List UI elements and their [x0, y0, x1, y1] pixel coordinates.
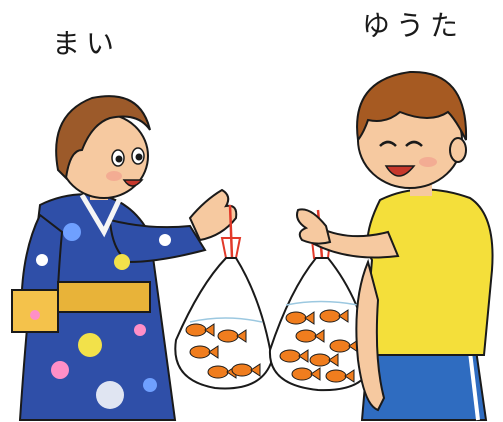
boy-figure [296, 70, 494, 421]
girl-mouth [122, 179, 144, 187]
girl-figure [11, 95, 238, 421]
left-bag-goldfish [185, 323, 261, 379]
boy-hand [296, 208, 332, 245]
girl-eyes [111, 147, 145, 167]
boy-hair [356, 70, 468, 143]
boy-shirt [362, 188, 494, 356]
girl-obi [57, 281, 151, 313]
girl-sleeve [108, 218, 207, 264]
girl-collar [79, 193, 123, 238]
boy-name-label: ゆうた [362, 9, 465, 42]
right-bag-goldfish [279, 309, 359, 383]
girl-hair [55, 95, 151, 181]
girl-name-label: まい [52, 27, 121, 60]
boy-eyes [379, 140, 423, 147]
boy-mouth [384, 165, 416, 177]
kimono-flower-pattern [30, 223, 171, 409]
girl-hand [188, 188, 238, 242]
